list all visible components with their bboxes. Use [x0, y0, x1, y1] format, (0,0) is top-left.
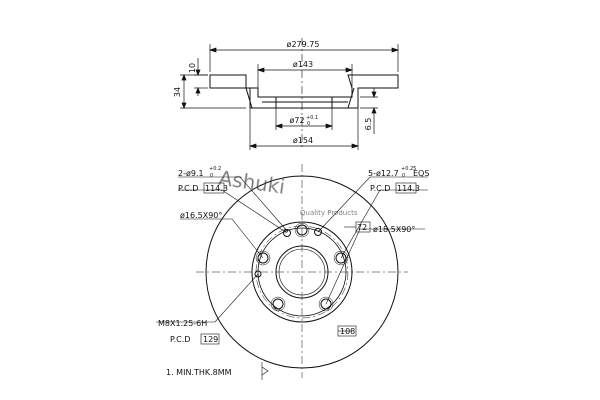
boxed-frames — [200, 182, 417, 345]
total-height-label: 34 — [173, 87, 182, 97]
section-view — [209, 74, 399, 109]
hat-wall-left — [245, 87, 253, 109]
stud-chamfer — [255, 250, 271, 266]
dim-outer-diameter — [208, 44, 400, 72]
dim-hat-diameter — [256, 64, 354, 88]
thread-note: M8X1.25-6H — [158, 319, 207, 328]
pilot-holes-note: 2-ø9.1 — [178, 169, 204, 178]
min-thickness-note: 1. MIN.THK.8MM — [166, 368, 232, 377]
disc-profile-outline — [209, 74, 399, 109]
stud-chamfer — [333, 250, 349, 266]
threaded-hole — [254, 270, 262, 278]
hub-thickness-label: 6.5 — [364, 118, 373, 131]
hub-diameter-label: ø154 — [293, 136, 313, 145]
stud-hole — [272, 298, 284, 310]
disc-thickness-label: 10 — [188, 63, 197, 73]
pilot-tol-lower: 0 — [210, 173, 213, 179]
chamfer-large-note: ø18.5X90° — [373, 225, 415, 234]
dim-hub-thickness — [360, 88, 378, 134]
pcd-label-stud: P.C.D — [370, 184, 390, 193]
pcd-label-thread: P.C.D — [170, 335, 190, 344]
dim-bore-diameter — [274, 108, 334, 130]
pilot-hole — [314, 228, 322, 236]
dim-hub-diameter — [248, 108, 360, 150]
pilot-tol-upper: +0.2 — [209, 166, 221, 172]
hat-wall-right — [347, 87, 355, 109]
stud-tol-upper: +0.25 — [401, 166, 416, 172]
stud-suffix: EQS — [413, 169, 429, 178]
stud-chamfer — [318, 296, 334, 312]
bore-tolerance-lower: 0 — [307, 121, 310, 127]
angle-108-note: 108 — [340, 327, 355, 336]
pcd-label-pilot: P.C.D — [178, 184, 198, 193]
pcd-thread-value: 129 — [203, 335, 218, 344]
outer-diameter-label: ø279.75 — [287, 40, 320, 49]
stud-hole — [257, 252, 269, 264]
plan-centerlines — [196, 164, 408, 378]
pcd-stud-value: 114.3 — [397, 184, 420, 193]
stud-tol-lower: 0 — [402, 173, 405, 179]
watermark-tagline: Quality Products — [300, 209, 358, 217]
watermark: Ashuki Quality Products — [217, 165, 358, 217]
pilot-hole — [283, 229, 291, 237]
hat-diameter-label: ø143 — [293, 60, 313, 69]
reference-marks — [261, 362, 269, 380]
pcd-pilot-value: 114.3 — [205, 184, 228, 193]
angle-72-note: 72 — [357, 223, 367, 232]
bore-diameter-label: ø72 — [289, 116, 304, 125]
dim-total-height — [180, 74, 246, 109]
stud-holes-note: 5-ø12.7 — [368, 169, 399, 178]
stud-hole — [320, 298, 332, 310]
bore-tolerance-upper: +0.1 — [306, 115, 318, 121]
leader-lines — [156, 176, 428, 332]
chamfer-small-note: ø16.5X90° — [180, 211, 222, 220]
